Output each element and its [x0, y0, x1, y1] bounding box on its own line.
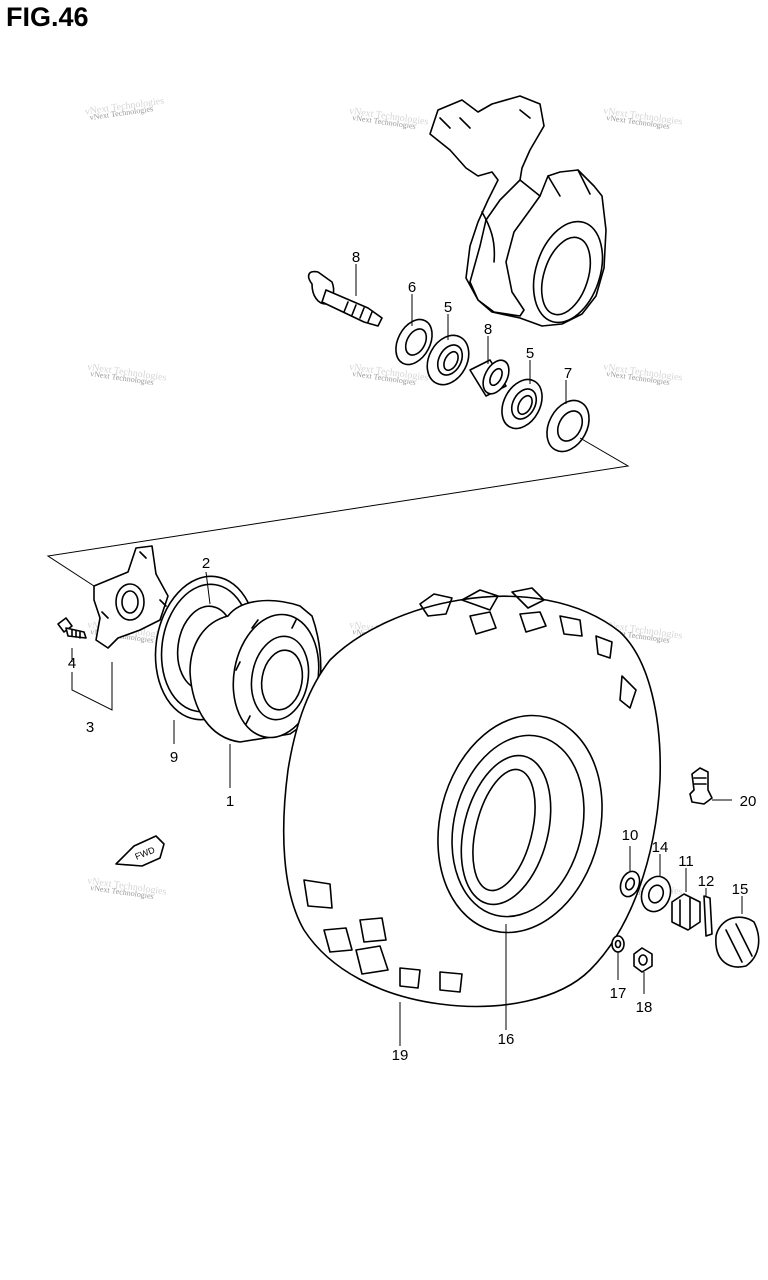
valve-20: [689, 767, 713, 805]
callout-15: 15: [732, 881, 749, 898]
castle-nut-12: [671, 893, 701, 931]
callout-13: 12: [698, 873, 715, 890]
leader-lines: [71, 264, 743, 1046]
callout-11: 10: [622, 827, 639, 844]
callout-8: 8: [484, 321, 492, 338]
rim-16: [437, 714, 603, 934]
figure-title: FIG.46: [6, 2, 89, 32]
callout-3: 3: [86, 719, 94, 736]
callout-6: 6: [408, 279, 416, 296]
knuckle: [429, 95, 607, 327]
washer-17: [611, 935, 625, 953]
bolt-9: [307, 270, 383, 327]
bearing-5-inner: [426, 334, 470, 386]
nut-18: [633, 947, 653, 973]
callout-1: 1: [226, 793, 234, 810]
callout-4: 4: [68, 655, 76, 672]
seal-7: [546, 399, 590, 453]
callout-7: 7: [564, 365, 572, 382]
callout-19: 19: [392, 1047, 409, 1064]
callout-labels: 8 6 5 8 5 7 2 4 3 9 1 20 10 14 11 12 15 …: [68, 249, 757, 1064]
cotter-pin-13: [703, 895, 713, 937]
bearing-5-outer: [501, 378, 543, 430]
callout-12: 11: [678, 853, 694, 870]
fwd-arrow: FWD: [115, 835, 165, 867]
callout-16: 16: [498, 1031, 515, 1048]
seal-6: [395, 318, 433, 366]
callout-20: 20: [740, 793, 757, 810]
hub-carrier-3: [93, 545, 169, 649]
callout-5a: 5: [444, 299, 452, 316]
callout-17: 17: [610, 985, 627, 1002]
callout-18: 18: [636, 999, 653, 1016]
callout-14: 14: [652, 839, 669, 856]
washer-14: [640, 875, 672, 913]
callout-10: 9: [170, 749, 178, 766]
washer-11: [619, 870, 641, 898]
hub-cap-15: [715, 916, 760, 968]
callout-2: 2: [202, 555, 210, 572]
callout-5b: 5: [526, 345, 534, 362]
spacer-8: [469, 359, 510, 397]
callout-9: 8: [352, 249, 360, 266]
bolt-4: [57, 617, 87, 639]
